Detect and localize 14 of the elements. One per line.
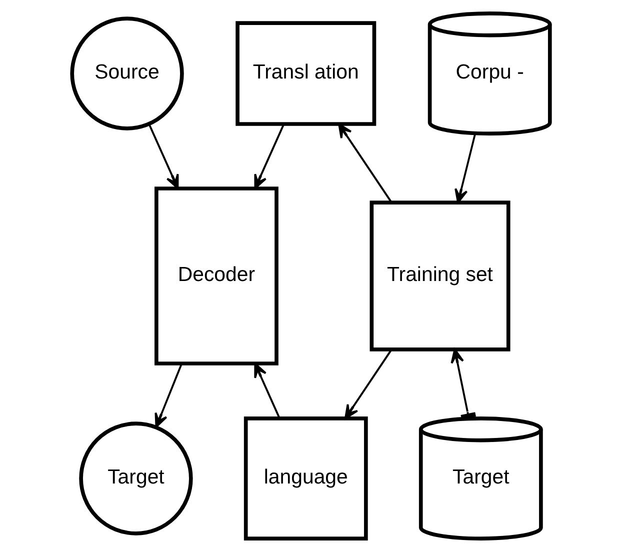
- arrow: [254, 362, 280, 419]
- arrow: [338, 123, 392, 203]
- arrow: [454, 133, 476, 204]
- node-circle: Source: [70, 16, 184, 130]
- arrow: [254, 124, 285, 190]
- node-box: Training set: [370, 200, 510, 352]
- arrow: [450, 348, 476, 420]
- node-box: language: [244, 416, 368, 540]
- arrow: [148, 124, 179, 190]
- node-box: Decoder: [154, 186, 278, 366]
- node-box: Transl ation: [236, 21, 376, 126]
- arrow: [344, 348, 392, 420]
- arrow: [154, 363, 183, 428]
- node-circle: Target: [79, 422, 193, 536]
